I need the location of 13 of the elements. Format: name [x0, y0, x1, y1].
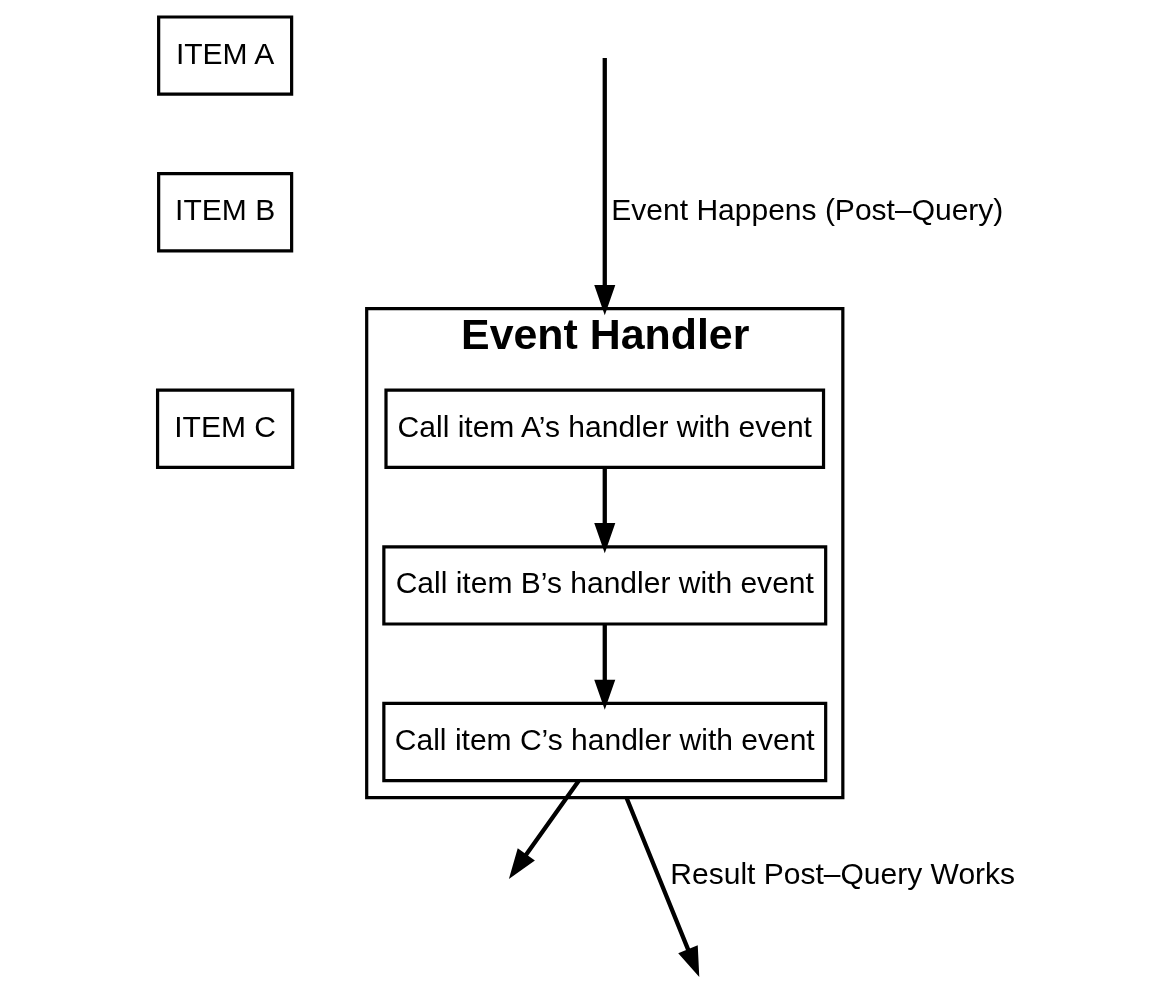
edge-label: Event Happens (Post–Query) — [611, 193, 1004, 227]
arrow — [594, 624, 616, 710]
arrow — [624, 796, 700, 978]
node-box: ITEM B — [157, 171, 294, 253]
edge-label: Result Post–Query Works — [670, 856, 1016, 890]
node-box: Call item C’s handler with event — [382, 701, 828, 783]
node-box: ITEM C — [155, 388, 295, 470]
arrow — [594, 58, 616, 316]
node-box: Call item B’s handler with event — [382, 545, 828, 626]
node-box: Call item A’s handler with event — [384, 388, 826, 470]
arrow — [594, 467, 616, 554]
node-box: ITEM A — [157, 15, 294, 96]
arrow — [508, 779, 581, 879]
